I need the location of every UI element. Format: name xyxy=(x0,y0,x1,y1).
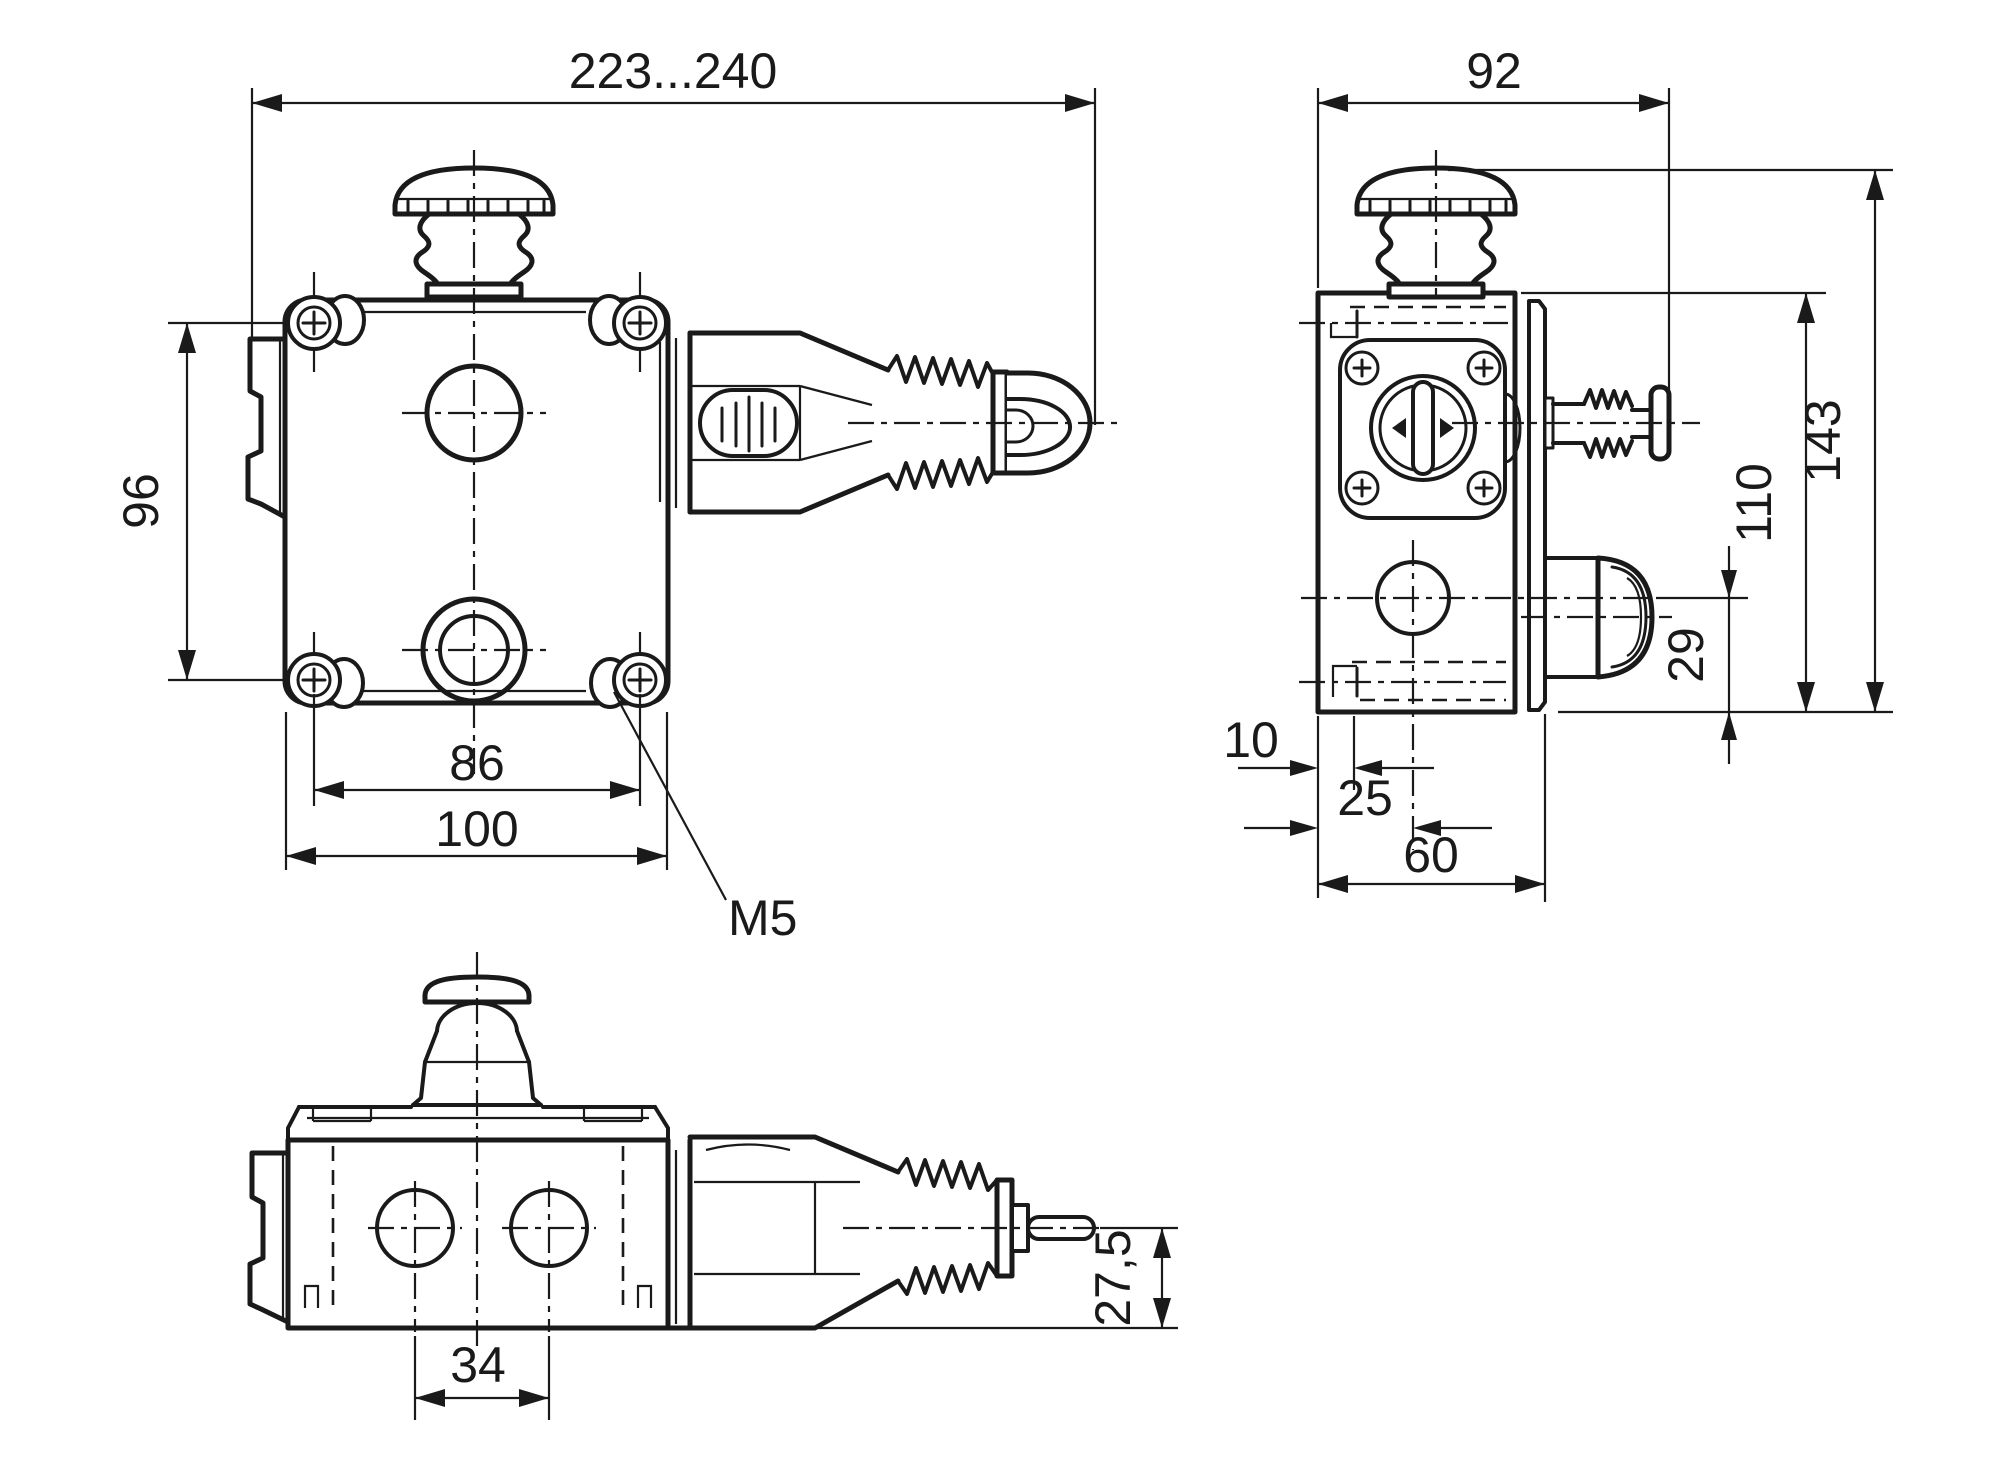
dim-side-bottom-group: 10 25 60 xyxy=(1223,712,1547,902)
front-rope-eyelet xyxy=(990,369,1093,476)
screw-bottom-left xyxy=(286,632,342,708)
dim-front-width: 223...240 xyxy=(250,43,1097,425)
dim-side-gland-offset: 29 xyxy=(1658,546,1748,764)
dim-label-thread: M5 xyxy=(728,890,797,946)
dim-label-side-width: 92 xyxy=(1466,43,1522,99)
callout-thread: M5 xyxy=(613,691,797,946)
front-corner-screws xyxy=(286,272,668,708)
dim-label-side-gland-offset: 29 xyxy=(1658,627,1714,683)
module-rotary xyxy=(1369,374,1477,482)
bottom-lid-flange xyxy=(286,1105,670,1142)
dim-label-side-body-height: 110 xyxy=(1726,463,1782,543)
dim-label-front-height: 96 xyxy=(113,473,169,529)
side-centerlines xyxy=(1299,150,1700,850)
module-screws xyxy=(1344,350,1502,506)
dim-side-width: 92 xyxy=(1316,43,1671,432)
dim-label-front-hole-spacing: 86 xyxy=(449,735,505,791)
dim-side-depth: 60 xyxy=(1318,827,1545,893)
front-centerlines xyxy=(402,150,1117,778)
bottom-bellows xyxy=(896,1157,999,1296)
dim-side-axis-offset: 25 xyxy=(1244,770,1492,836)
dim-bottom-hole-spacing: 34 xyxy=(413,1336,551,1420)
front-rope-head xyxy=(674,330,1093,515)
dim-label-side-axis-offset: 25 xyxy=(1337,770,1393,826)
dim-label-bottom-hole-spacing: 34 xyxy=(450,1337,506,1393)
dim-front-height: 96 xyxy=(113,321,287,682)
bottom-view: 34 27,5 xyxy=(247,952,1178,1420)
dim-label-bottom-axis-offset: 27,5 xyxy=(1085,1229,1141,1326)
dim-label-side-depth: 60 xyxy=(1403,827,1459,883)
dim-label-side-hole-offset: 10 xyxy=(1223,712,1279,768)
bottom-mounting-bracket xyxy=(247,1150,290,1325)
front-bellows xyxy=(886,354,995,491)
dim-label-front-mount-width: 100 xyxy=(435,801,518,857)
front-corner-slots xyxy=(323,294,631,709)
bottom-estop-button xyxy=(411,974,543,1107)
side-view: 92 143 110 29 xyxy=(1223,43,1893,902)
dim-side-hole-offset: 10 xyxy=(1223,712,1434,776)
side-cover-plate xyxy=(1527,299,1547,712)
dim-front-mount-width: 100 xyxy=(284,712,669,870)
dim-label-front-width: 223...240 xyxy=(569,43,778,99)
dim-front-hole-spacing: 86 xyxy=(312,694,642,806)
screw-top-right xyxy=(612,272,668,372)
dim-side-total-height: 143 xyxy=(1448,168,1893,714)
front-mounting-bracket xyxy=(245,336,287,520)
side-switch-module xyxy=(1338,338,1522,520)
bottom-centerlines xyxy=(368,952,1178,1348)
front-label-plate xyxy=(698,388,799,458)
screw-top-left xyxy=(286,272,342,372)
front-housing xyxy=(282,297,671,706)
button-knurl xyxy=(406,199,546,214)
button-knurl xyxy=(1368,199,1508,214)
dim-label-side-total-height: 143 xyxy=(1795,399,1851,482)
dim-side-body-height: 110 xyxy=(1521,291,1826,712)
dim-bottom-axis-offset: 27,5 xyxy=(1085,1228,1171,1328)
front-view: 223...240 96 86 100 xyxy=(113,43,1117,946)
